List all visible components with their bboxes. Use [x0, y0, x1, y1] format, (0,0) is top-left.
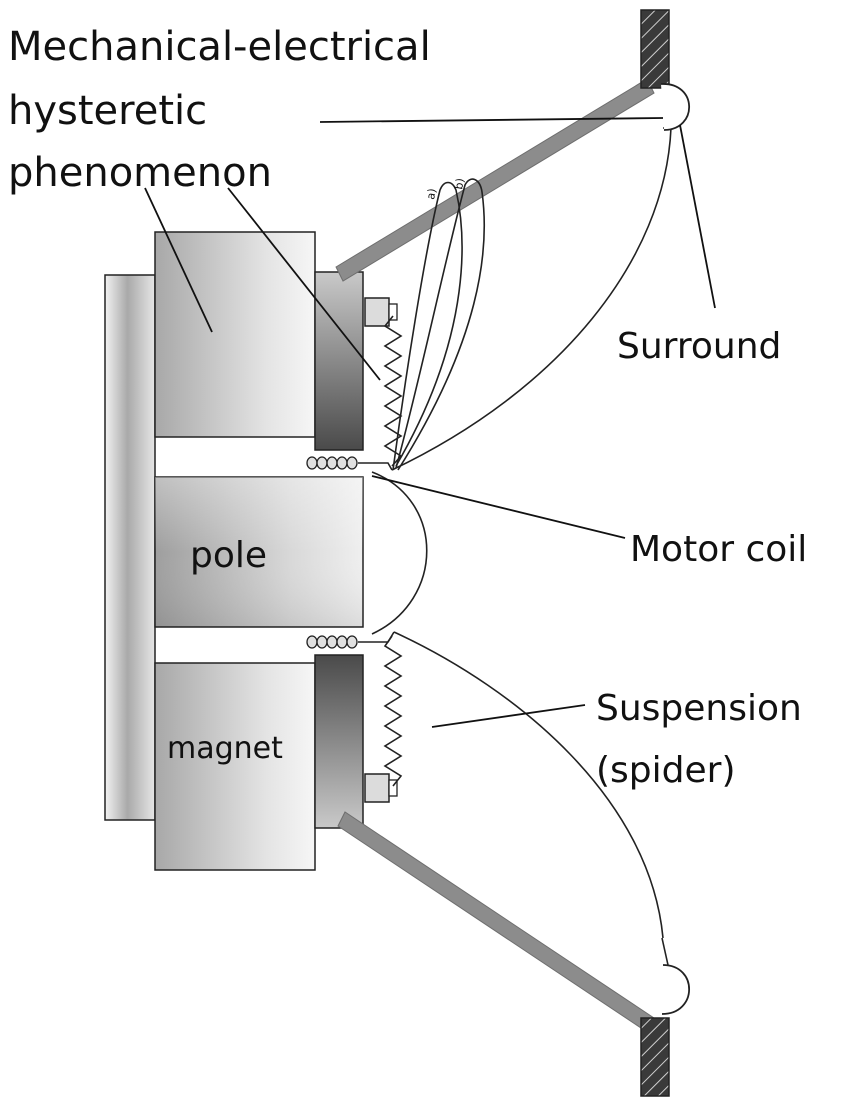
label-suspension-line2: (spider) — [596, 750, 736, 791]
label-surround: Surround — [617, 326, 781, 367]
upper-voice-coil — [306, 456, 358, 470]
lower-mount — [640, 1017, 670, 1097]
dust-cap — [371, 471, 428, 635]
leader-hysteretic-frame — [319, 117, 664, 123]
leader-hysteretic-magnet — [144, 187, 213, 333]
lead-wire-1 — [392, 181, 463, 471]
label-suspension-line1: Suspension — [596, 688, 802, 729]
back-plate — [104, 274, 156, 821]
lower-top-plate — [314, 654, 364, 829]
upper-coil-former — [358, 462, 393, 471]
upper-cone — [391, 127, 672, 471]
leader-hysteretic-spider — [227, 187, 381, 381]
lower-voice-coil — [306, 635, 358, 649]
label-hysteretic-line3: phenomenon — [8, 150, 272, 196]
wire-mark-2: b) — [452, 177, 467, 190]
lower-frame-bar — [337, 811, 655, 1033]
leader-motor-coil — [371, 475, 626, 539]
lower-coil-former — [358, 631, 395, 643]
wire-mark-1: a) — [424, 187, 439, 200]
label-motor-coil: Motor coil — [630, 529, 807, 570]
leader-surround — [679, 124, 716, 309]
upper-terminal — [364, 297, 398, 327]
label-hysteretic-line2: hysteretic — [8, 88, 207, 134]
upper-top-plate — [314, 271, 364, 451]
label-magnet: magnet — [167, 731, 283, 766]
lower-spider — [383, 635, 403, 787]
lead-wire-2 — [395, 178, 486, 471]
label-pole: pole — [190, 535, 267, 576]
upper-mount — [640, 9, 670, 89]
pole-shading — [155, 477, 363, 627]
lower-terminal — [364, 773, 398, 803]
upper-spider — [383, 315, 403, 467]
leader-suspension — [431, 704, 586, 728]
label-hysteretic-line1: Mechanical-electrical — [8, 24, 431, 70]
upper-surround — [660, 83, 690, 131]
lower-magnet-block — [154, 662, 316, 871]
lower-surround — [661, 964, 690, 1015]
lower-cone — [393, 631, 664, 939]
upper-frame-bar — [335, 78, 655, 282]
lower-surround-lip — [661, 937, 669, 966]
